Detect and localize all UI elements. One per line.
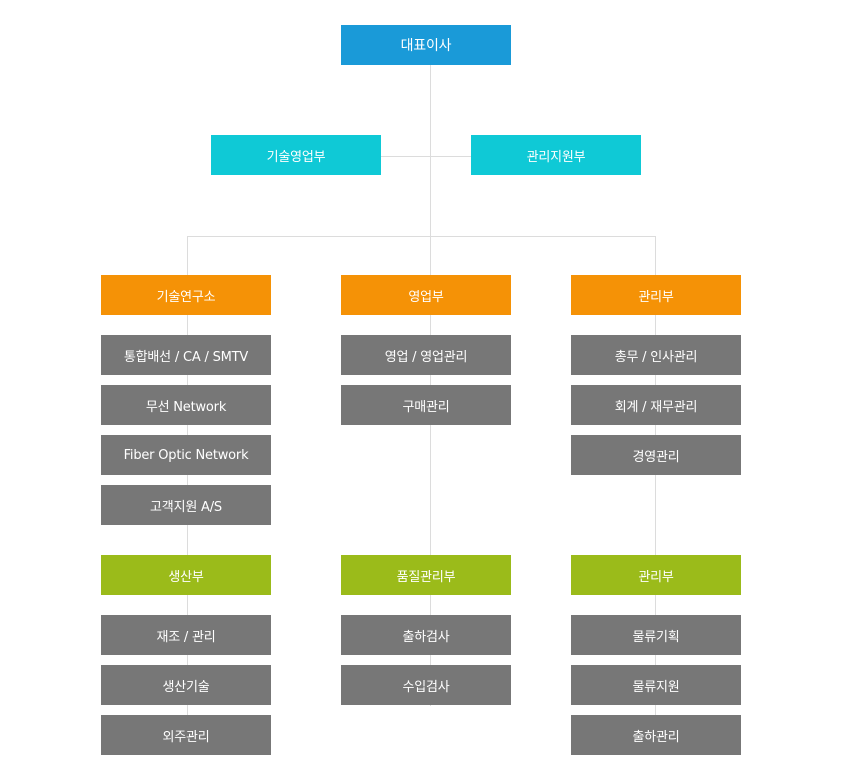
unit-label: 고객지원 A/S bbox=[150, 499, 222, 515]
connector-divisions-horizontal bbox=[380, 156, 472, 157]
unit-box: 외주관리 bbox=[101, 715, 271, 755]
unit-label: 물류지원 bbox=[632, 679, 680, 695]
unit-label: 수입검사 bbox=[402, 679, 450, 695]
ceo-box: 대표이사 bbox=[341, 25, 511, 65]
subdept-quality-box: 품질관리부 bbox=[341, 555, 511, 595]
unit-label: 무선 Network bbox=[145, 399, 227, 415]
ceo-label: 대표이사 bbox=[400, 38, 452, 54]
unit-label: 회계 / 재무관리 bbox=[614, 399, 698, 415]
unit-box: Fiber Optic Network bbox=[101, 435, 271, 475]
unit-box: 생산기술 bbox=[101, 665, 271, 705]
unit-label: 출하관리 bbox=[632, 729, 680, 745]
unit-box: 경영관리 bbox=[571, 435, 741, 475]
unit-label: 총무 / 인사관리 bbox=[614, 349, 698, 365]
dept-research-lab-box: 기술연구소 bbox=[101, 275, 271, 315]
unit-label: 물류기획 bbox=[632, 629, 680, 645]
unit-label: 외주관리 bbox=[162, 729, 210, 745]
unit-box: 구매관리 bbox=[341, 385, 511, 425]
subdept-label: 생산부 bbox=[168, 569, 204, 585]
unit-label: 출하검사 bbox=[402, 629, 450, 645]
subdept-label: 관리부 bbox=[638, 569, 674, 585]
subdept-production-box: 생산부 bbox=[101, 555, 271, 595]
unit-label: 재조 / 관리 bbox=[156, 629, 216, 645]
unit-box: 통합배선 / CA / SMTV bbox=[101, 335, 271, 375]
subdept-admin-logistics-box: 관리부 bbox=[571, 555, 741, 595]
unit-box: 영업 / 영업관리 bbox=[341, 335, 511, 375]
subdept-label: 품질관리부 bbox=[396, 569, 456, 585]
dept-label: 기술연구소 bbox=[156, 289, 216, 305]
unit-box: 재조 / 관리 bbox=[101, 615, 271, 655]
unit-box: 무선 Network bbox=[101, 385, 271, 425]
division-label: 관리지원부 bbox=[526, 149, 586, 165]
unit-label: 구매관리 bbox=[402, 399, 450, 415]
division-tech-sales-box: 기술영업부 bbox=[211, 135, 381, 175]
unit-box: 물류지원 bbox=[571, 665, 741, 705]
division-label: 기술영업부 bbox=[266, 149, 326, 165]
connector-right-vertical bbox=[655, 236, 656, 746]
unit-box: 고객지원 A/S bbox=[101, 485, 271, 525]
unit-label: 경영관리 bbox=[632, 449, 680, 465]
division-admin-support-box: 관리지원부 bbox=[471, 135, 641, 175]
unit-box: 출하검사 bbox=[341, 615, 511, 655]
unit-box: 총무 / 인사관리 bbox=[571, 335, 741, 375]
unit-box: 수입검사 bbox=[341, 665, 511, 705]
unit-box: 출하관리 bbox=[571, 715, 741, 755]
unit-box: 물류기획 bbox=[571, 615, 741, 655]
unit-label: 생산기술 bbox=[162, 679, 210, 695]
unit-box: 회계 / 재무관리 bbox=[571, 385, 741, 425]
dept-sales-box: 영업부 bbox=[341, 275, 511, 315]
unit-label: 통합배선 / CA / SMTV bbox=[123, 349, 249, 365]
connector-branch-horizontal bbox=[187, 236, 656, 237]
dept-label: 관리부 bbox=[638, 289, 674, 305]
dept-admin-box: 관리부 bbox=[571, 275, 741, 315]
dept-label: 영업부 bbox=[408, 289, 444, 305]
unit-label: Fiber Optic Network bbox=[123, 447, 249, 463]
unit-label: 영업 / 영업관리 bbox=[384, 349, 468, 365]
